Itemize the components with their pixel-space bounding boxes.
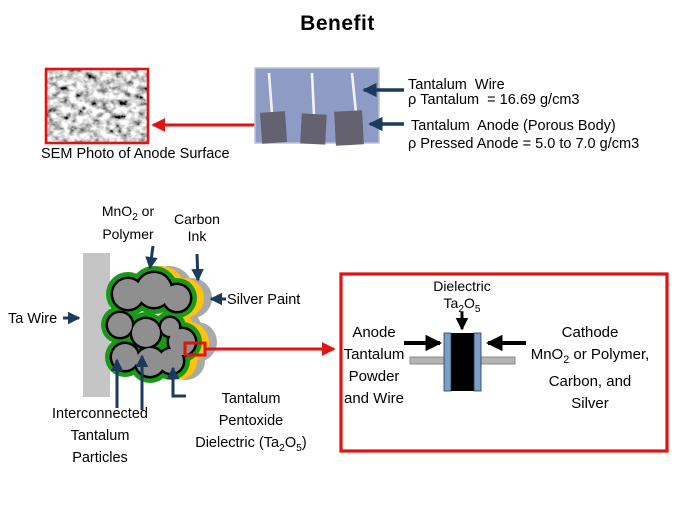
- arrow-pentoxide-bent: [166, 366, 186, 398]
- anode-body-1: [259, 111, 288, 144]
- interconnected-particles-label: Interconnected Tantalum Particles: [52, 406, 148, 466]
- silver-paint-label: Silver Paint: [227, 292, 301, 308]
- sem-caption: SEM Photo of Anode Surface: [41, 146, 230, 162]
- capacitor-dielectric-strip-right: [473, 332, 482, 392]
- ta-wire-label: Ta Wire: [8, 311, 58, 327]
- wire-2: [310, 72, 316, 116]
- wire-1: [267, 72, 274, 115]
- capacitor-schematic: [404, 312, 526, 392]
- cathode-label: Cathode MnO2 or Polymer, Carbon, and Sil…: [530, 324, 650, 412]
- capacitor-anode-body: [449, 333, 476, 391]
- mno2-label: MnO2 or Polymer: [101, 203, 155, 242]
- pressed-anode-density-label: ρ Pressed Anode = 5.0 to 7.0 g/cm3: [408, 136, 640, 152]
- carbon-ink-label: Carbon Ink: [174, 211, 220, 244]
- anode-label: Anode Tantalum Powder and Wire: [343, 324, 405, 407]
- page-title: Benefit: [300, 12, 375, 35]
- tantalum-anodes-photo: [254, 67, 380, 146]
- tantalum-density-label: ρ Tantalum = 16.69 g/cm3: [408, 92, 580, 108]
- sem-photo: [44, 67, 150, 145]
- capacitor-dielectric-strip-left: [443, 332, 452, 392]
- pentoxide-dielectric-label: Tantalum Pentoxide Dielectric (Ta2O5): [195, 391, 307, 454]
- arrow-mno2-down: [145, 245, 158, 270]
- tantalum-wire-label: Tantalum Wire: [408, 77, 505, 93]
- anode-body-3: [334, 110, 364, 146]
- anode-body-2: [300, 113, 327, 145]
- arrow-carbon-ink-down: [191, 253, 204, 282]
- wire-3: [350, 72, 358, 114]
- dielectric-label: Dielectric Ta2O5: [433, 278, 491, 315]
- tantalum-anode-label: Tantalum Anode (Porous Body): [411, 118, 616, 134]
